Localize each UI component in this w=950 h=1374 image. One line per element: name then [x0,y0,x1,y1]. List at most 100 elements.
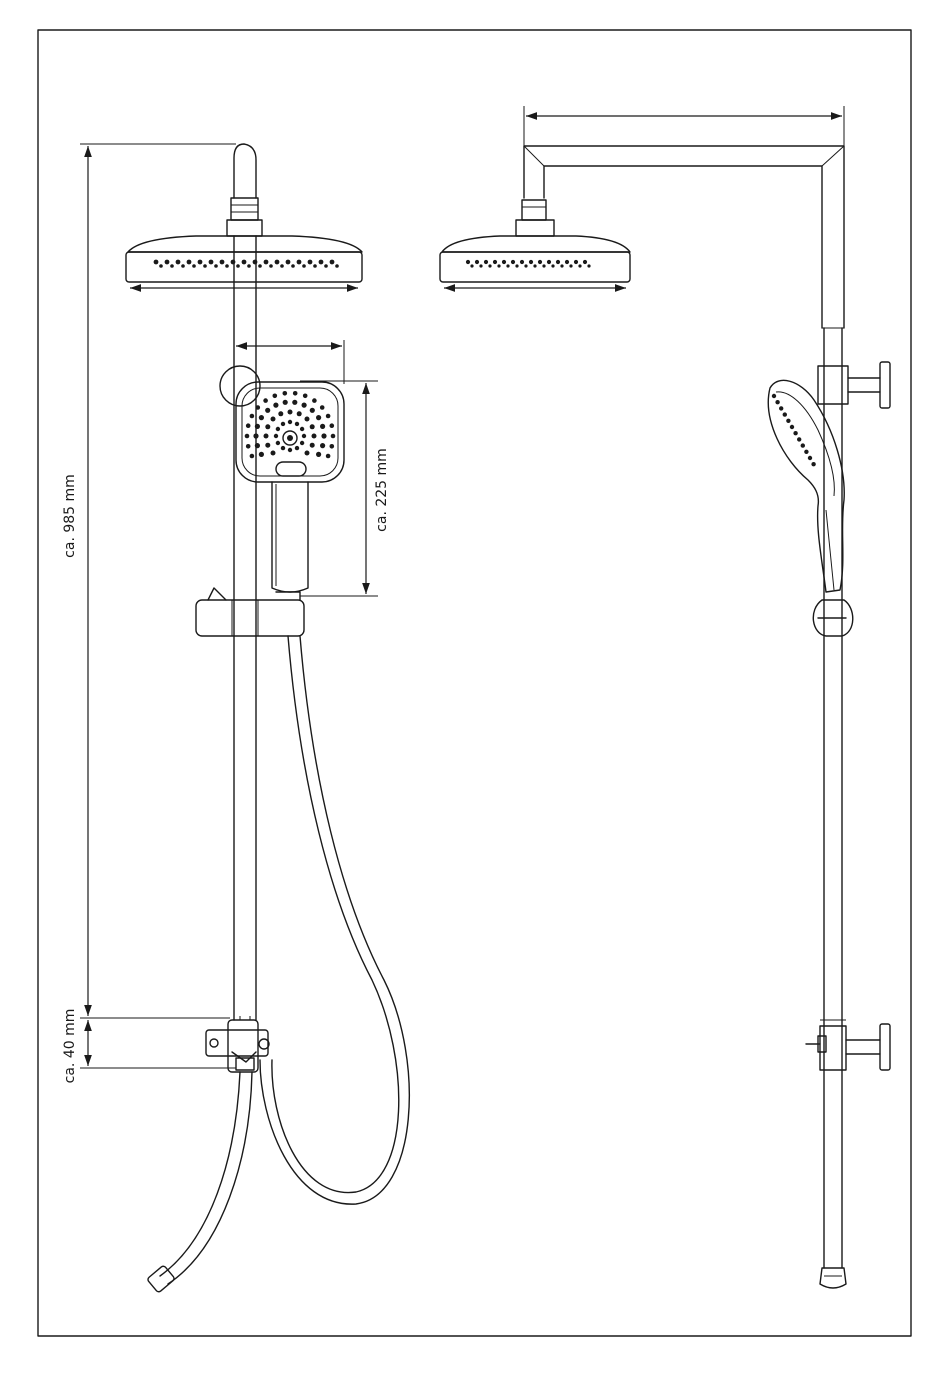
side-rain-shower-head [440,236,630,282]
side-upper-wall-bracket [818,362,890,408]
hand-nozzle [297,411,302,416]
side-lower-wall-bracket [806,1020,890,1070]
hand-nozzle [283,391,288,396]
side-hand-nozzle [811,462,815,466]
rain-nozzle [165,260,170,265]
hand-nozzle [265,443,270,448]
rain-nozzle [220,260,225,265]
side-hand-nozzle [775,400,779,404]
rain-nozzle [502,260,506,264]
rain-nozzle [258,264,262,268]
rain-nozzle [170,264,174,268]
rain-nozzle [587,264,590,267]
hand-nozzle [320,424,325,429]
hand-nozzle [293,391,298,396]
hand-nozzle [265,424,270,429]
hand-shower [220,366,344,592]
rain-nozzle [475,260,479,264]
rain-nozzle [176,260,181,265]
hand-nozzle [295,422,299,426]
hand-nozzle [305,451,310,456]
hand-nozzle [330,423,335,428]
rain-nozzle [533,264,536,267]
rain-nozzle [313,264,317,268]
rain-nozzle [524,264,527,267]
rain-nozzle [192,264,196,268]
rain-nozzle [542,264,545,267]
rain-nozzle [569,264,572,267]
hand-nozzle [259,415,264,420]
riser-pipe [234,236,256,1020]
hand-nozzle [259,452,264,457]
drawing-frame [38,30,911,1336]
rain-nozzle [551,264,554,267]
rain-nozzle [574,260,578,264]
shower-arm [227,144,262,236]
rain-nozzle [497,264,500,267]
side-riser-pipe [822,328,844,1268]
side-hand-shower [768,380,844,592]
rain-nozzle [506,264,509,267]
rain-nozzle [578,264,581,267]
shower-hose [260,636,409,1204]
hand-shower-nozzles [245,391,336,458]
rain-nozzle [470,264,473,267]
slider-holder [196,588,304,636]
hand-nozzle [288,448,292,452]
side-shower-arm [516,146,844,328]
hand-nozzle [320,405,325,410]
hand-nozzle [263,398,268,403]
rain-nozzle [269,264,273,268]
hand-nozzle [312,398,317,403]
rain-nozzle [515,264,518,267]
hand-nozzle [302,403,307,408]
hand-nozzle [300,427,304,431]
rain-nozzle [209,260,214,265]
rain-nozzle [291,264,295,268]
side-end-cap [820,1268,846,1288]
rain-nozzle [198,260,203,265]
side-hand-nozzle [783,412,787,416]
rain-nozzle [214,264,218,268]
handshower-height-label: ca. 225 mm [374,448,390,532]
hand-nozzle [255,424,260,429]
side-hand-shower-nozzles [772,394,816,467]
hand-nozzle [326,414,331,419]
rain-shower-head [126,236,362,282]
hand-nozzle [278,411,283,416]
hand-nozzle [245,434,250,439]
hand-nozzle [246,423,251,428]
hand-nozzle [273,403,278,408]
rain-nozzle [236,264,240,268]
bottom-offset-label: ca. 40 mm [62,1009,78,1084]
rain-nozzle [159,264,163,268]
rain-nozzle [547,260,551,264]
hand-nozzle [303,394,308,399]
inlet-hose [147,1072,252,1293]
hand-nozzle [312,434,317,439]
hand-nozzle [276,441,280,445]
hand-nozzle [300,441,304,445]
rain-nozzle [488,264,491,267]
rain-nozzle [154,260,159,265]
rain-nozzle [181,264,185,268]
hand-nozzle [316,452,321,457]
hand-nozzle [330,444,335,449]
rain-nozzle [302,264,306,268]
side-hand-nozzle [786,419,790,423]
rain-nozzle [275,260,280,265]
hand-nozzle [288,410,293,415]
hand-nozzle [281,422,285,426]
rain-nozzle [493,260,497,264]
rain-nozzle [242,260,247,265]
hand-nozzle [255,443,260,448]
side-slider-holder [813,600,852,636]
hand-nozzle [320,443,325,448]
hand-nozzle [310,443,315,448]
side-hand-nozzle [772,394,776,398]
side-hand-nozzle [793,431,797,435]
side-rain-nozzles [466,260,591,268]
total-height-label: ca. 985 mm [62,474,78,558]
hand-nozzle [273,394,278,399]
